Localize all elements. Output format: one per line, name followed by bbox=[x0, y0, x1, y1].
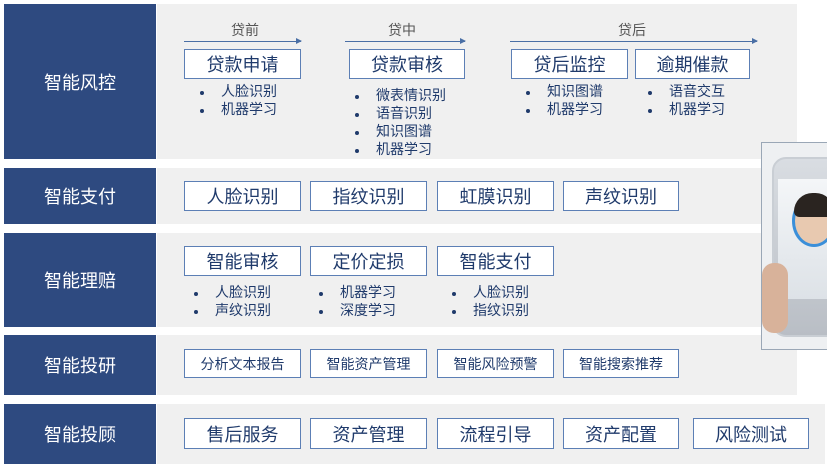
row-label-smart-advisory: 智能投顾 bbox=[4, 404, 156, 464]
list-item: 机器学习 bbox=[523, 101, 603, 119]
list-item: 语音交互 bbox=[645, 83, 725, 101]
face-hair bbox=[794, 193, 827, 217]
box-fingerprint-recognition: 指纹识别 bbox=[310, 181, 427, 211]
box-pricing-loss-assessment: 定价定损 bbox=[310, 246, 427, 276]
box-face-recognition: 人脸识别 bbox=[184, 181, 301, 211]
list-item: 声纹识别 bbox=[191, 302, 271, 320]
list-pricing-loss-tech: 机器学习 深度学习 bbox=[316, 284, 396, 320]
list-post-loan-monitor-tech: 知识图谱 机器学习 bbox=[523, 83, 603, 119]
stage-pre-loan: 贷前 bbox=[231, 23, 259, 39]
panel-smart-payment: 人脸识别 指纹识别 虹膜识别 声纹识别 bbox=[157, 168, 797, 224]
row-risk-control: 智能风控 贷前 贷中 贷后 贷款申请 贷款审核 贷后监控 逾期催款 人脸识别 机… bbox=[4, 4, 797, 159]
row-label-smart-payment: 智能支付 bbox=[4, 168, 156, 224]
row-smart-research: 智能投研 分析文本报告 智能资产管理 智能风险预警 智能搜索推荐 bbox=[4, 335, 797, 395]
list-item: 语音识别 bbox=[352, 105, 446, 123]
panel-smart-advisory: 售后服务 资产管理 流程引导 资产配置 风险测试 bbox=[157, 404, 825, 464]
list-item: 机器学习 bbox=[352, 141, 446, 159]
box-overdue-collection: 逾期催款 bbox=[635, 49, 750, 79]
row-smart-claims: 智能理赔 智能审核 定价定损 智能支付 人脸识别 声纹识别 机器学习 深度学习 … bbox=[4, 233, 797, 327]
list-item: 知识图谱 bbox=[352, 123, 446, 141]
face-recognition-phone-photo bbox=[761, 142, 827, 350]
box-loan-review: 贷款审核 bbox=[349, 49, 465, 79]
list-overdue-collection-tech: 语音交互 机器学习 bbox=[645, 83, 725, 119]
row-label-smart-research: 智能投研 bbox=[4, 335, 156, 395]
list-loan-review-tech: 微表情识别 语音识别 知识图谱 机器学习 bbox=[352, 87, 446, 159]
box-post-loan-monitor: 贷后监控 bbox=[511, 49, 628, 79]
list-item: 机器学习 bbox=[316, 284, 396, 302]
stage-pre-loan-arrow bbox=[184, 38, 302, 44]
box-process-guidance: 流程引导 bbox=[437, 418, 554, 449]
row-smart-advisory: 智能投顾 售后服务 资产管理 流程引导 资产配置 风险测试 bbox=[4, 404, 826, 464]
box-after-sales-service: 售后服务 bbox=[184, 418, 301, 449]
hand-icon bbox=[762, 263, 788, 333]
panel-smart-claims: 智能审核 定价定损 智能支付 人脸识别 声纹识别 机器学习 深度学习 人脸识别 … bbox=[157, 233, 797, 327]
box-asset-management: 资产管理 bbox=[310, 418, 427, 449]
box-asset-allocation: 资产配置 bbox=[563, 418, 679, 449]
box-smart-risk-warning: 智能风险预警 bbox=[437, 349, 554, 378]
box-voiceprint-recognition: 声纹识别 bbox=[563, 181, 679, 211]
row-label-smart-claims: 智能理赔 bbox=[4, 233, 156, 327]
panel-smart-research: 分析文本报告 智能资产管理 智能风险预警 智能搜索推荐 bbox=[157, 335, 797, 395]
list-item: 机器学习 bbox=[197, 101, 277, 119]
list-item: 人脸识别 bbox=[191, 284, 271, 302]
list-item: 机器学习 bbox=[645, 101, 725, 119]
stage-post-loan-arrow bbox=[510, 38, 758, 44]
box-smart-review: 智能审核 bbox=[184, 246, 301, 276]
list-item: 知识图谱 bbox=[523, 83, 603, 101]
list-item: 深度学习 bbox=[316, 302, 396, 320]
stage-in-loan: 贷中 bbox=[388, 23, 416, 39]
stage-in-loan-arrow bbox=[345, 38, 466, 44]
list-item: 微表情识别 bbox=[352, 87, 446, 105]
box-iris-recognition: 虹膜识别 bbox=[437, 181, 554, 211]
box-smart-search-recommend: 智能搜索推荐 bbox=[563, 349, 679, 378]
list-item: 指纹识别 bbox=[449, 302, 529, 320]
list-item: 人脸识别 bbox=[449, 284, 529, 302]
box-smart-payment: 智能支付 bbox=[437, 246, 554, 276]
box-risk-test: 风险测试 bbox=[693, 418, 809, 449]
box-loan-application: 贷款申请 bbox=[184, 49, 301, 79]
row-label-risk-control: 智能风控 bbox=[4, 4, 156, 159]
box-analyze-text-report: 分析文本报告 bbox=[184, 349, 301, 378]
row-smart-payment: 智能支付 人脸识别 指纹识别 虹膜识别 声纹识别 bbox=[4, 168, 797, 224]
list-loan-application-tech: 人脸识别 机器学习 bbox=[197, 83, 277, 119]
panel-risk-control: 贷前 贷中 贷后 贷款申请 贷款审核 贷后监控 逾期催款 人脸识别 机器学习 微… bbox=[157, 4, 797, 159]
box-smart-asset-management: 智能资产管理 bbox=[310, 349, 427, 378]
stage-post-loan: 贷后 bbox=[618, 23, 646, 39]
list-smart-payment-tech: 人脸识别 指纹识别 bbox=[449, 284, 529, 320]
list-smart-review-tech: 人脸识别 声纹识别 bbox=[191, 284, 271, 320]
list-item: 人脸识别 bbox=[197, 83, 277, 101]
